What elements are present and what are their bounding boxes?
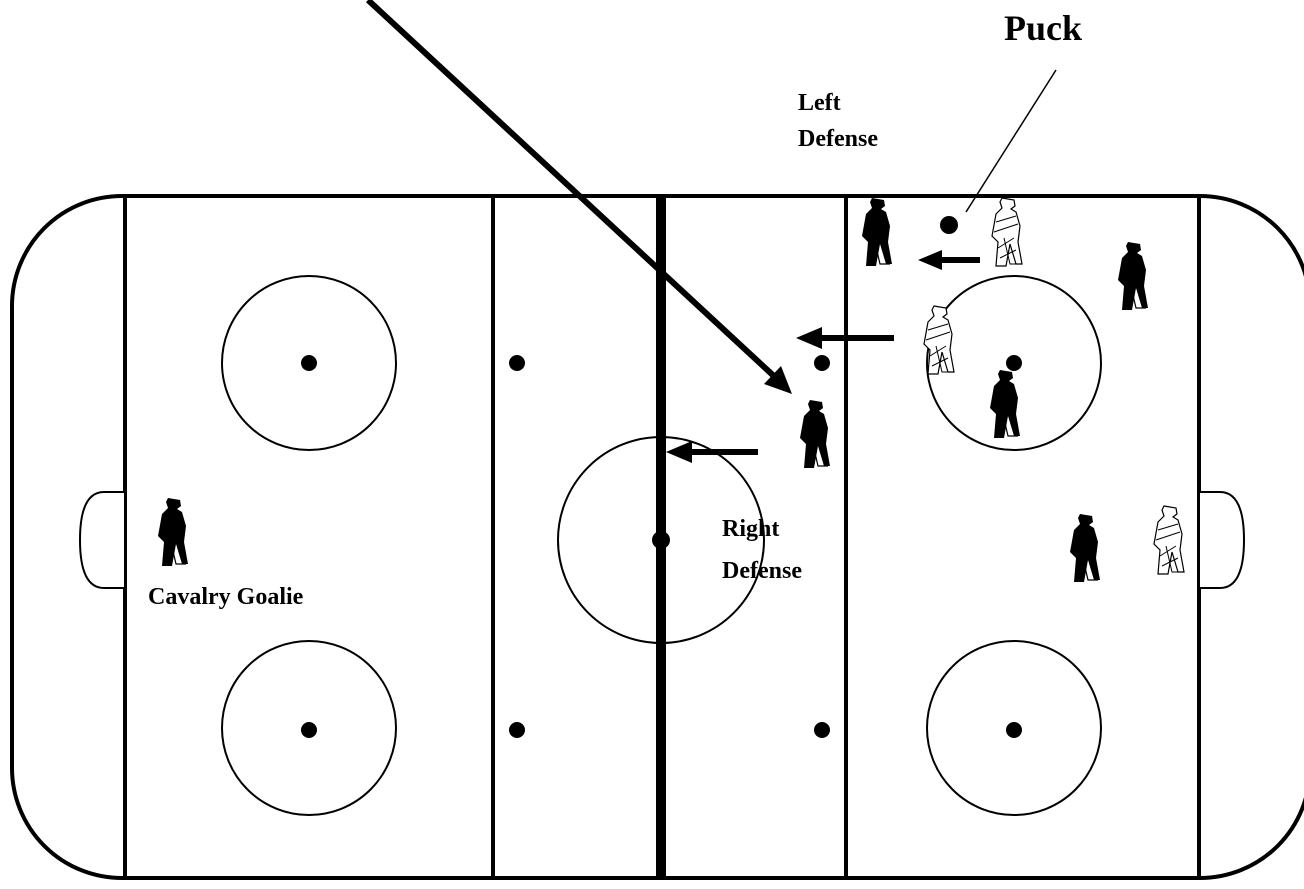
left-defense-label-line2: Defense — [798, 126, 878, 152]
left-defense-label-line1: Left — [798, 90, 841, 116]
faceoff-dot — [509, 722, 525, 738]
faceoff-dot — [1006, 722, 1022, 738]
puck-pointer-line — [966, 70, 1056, 212]
goal-crease-right — [1200, 492, 1244, 588]
goalie-label: Cavalry Goalie — [148, 584, 304, 610]
right-defense-label-line2: Defense — [722, 558, 802, 584]
faceoff-dot — [814, 355, 830, 371]
faceoff-dot — [301, 355, 317, 371]
right-defense-label-line1: Right — [722, 516, 779, 542]
puck-label: Puck — [1004, 8, 1082, 48]
faceoff-dot — [509, 355, 525, 371]
faceoff-dot — [1006, 355, 1022, 371]
puck — [940, 216, 958, 234]
center-dot — [652, 531, 670, 549]
faceoff-dot — [301, 722, 317, 738]
goal-crease-left — [80, 492, 124, 588]
faceoff-dot — [814, 722, 830, 738]
